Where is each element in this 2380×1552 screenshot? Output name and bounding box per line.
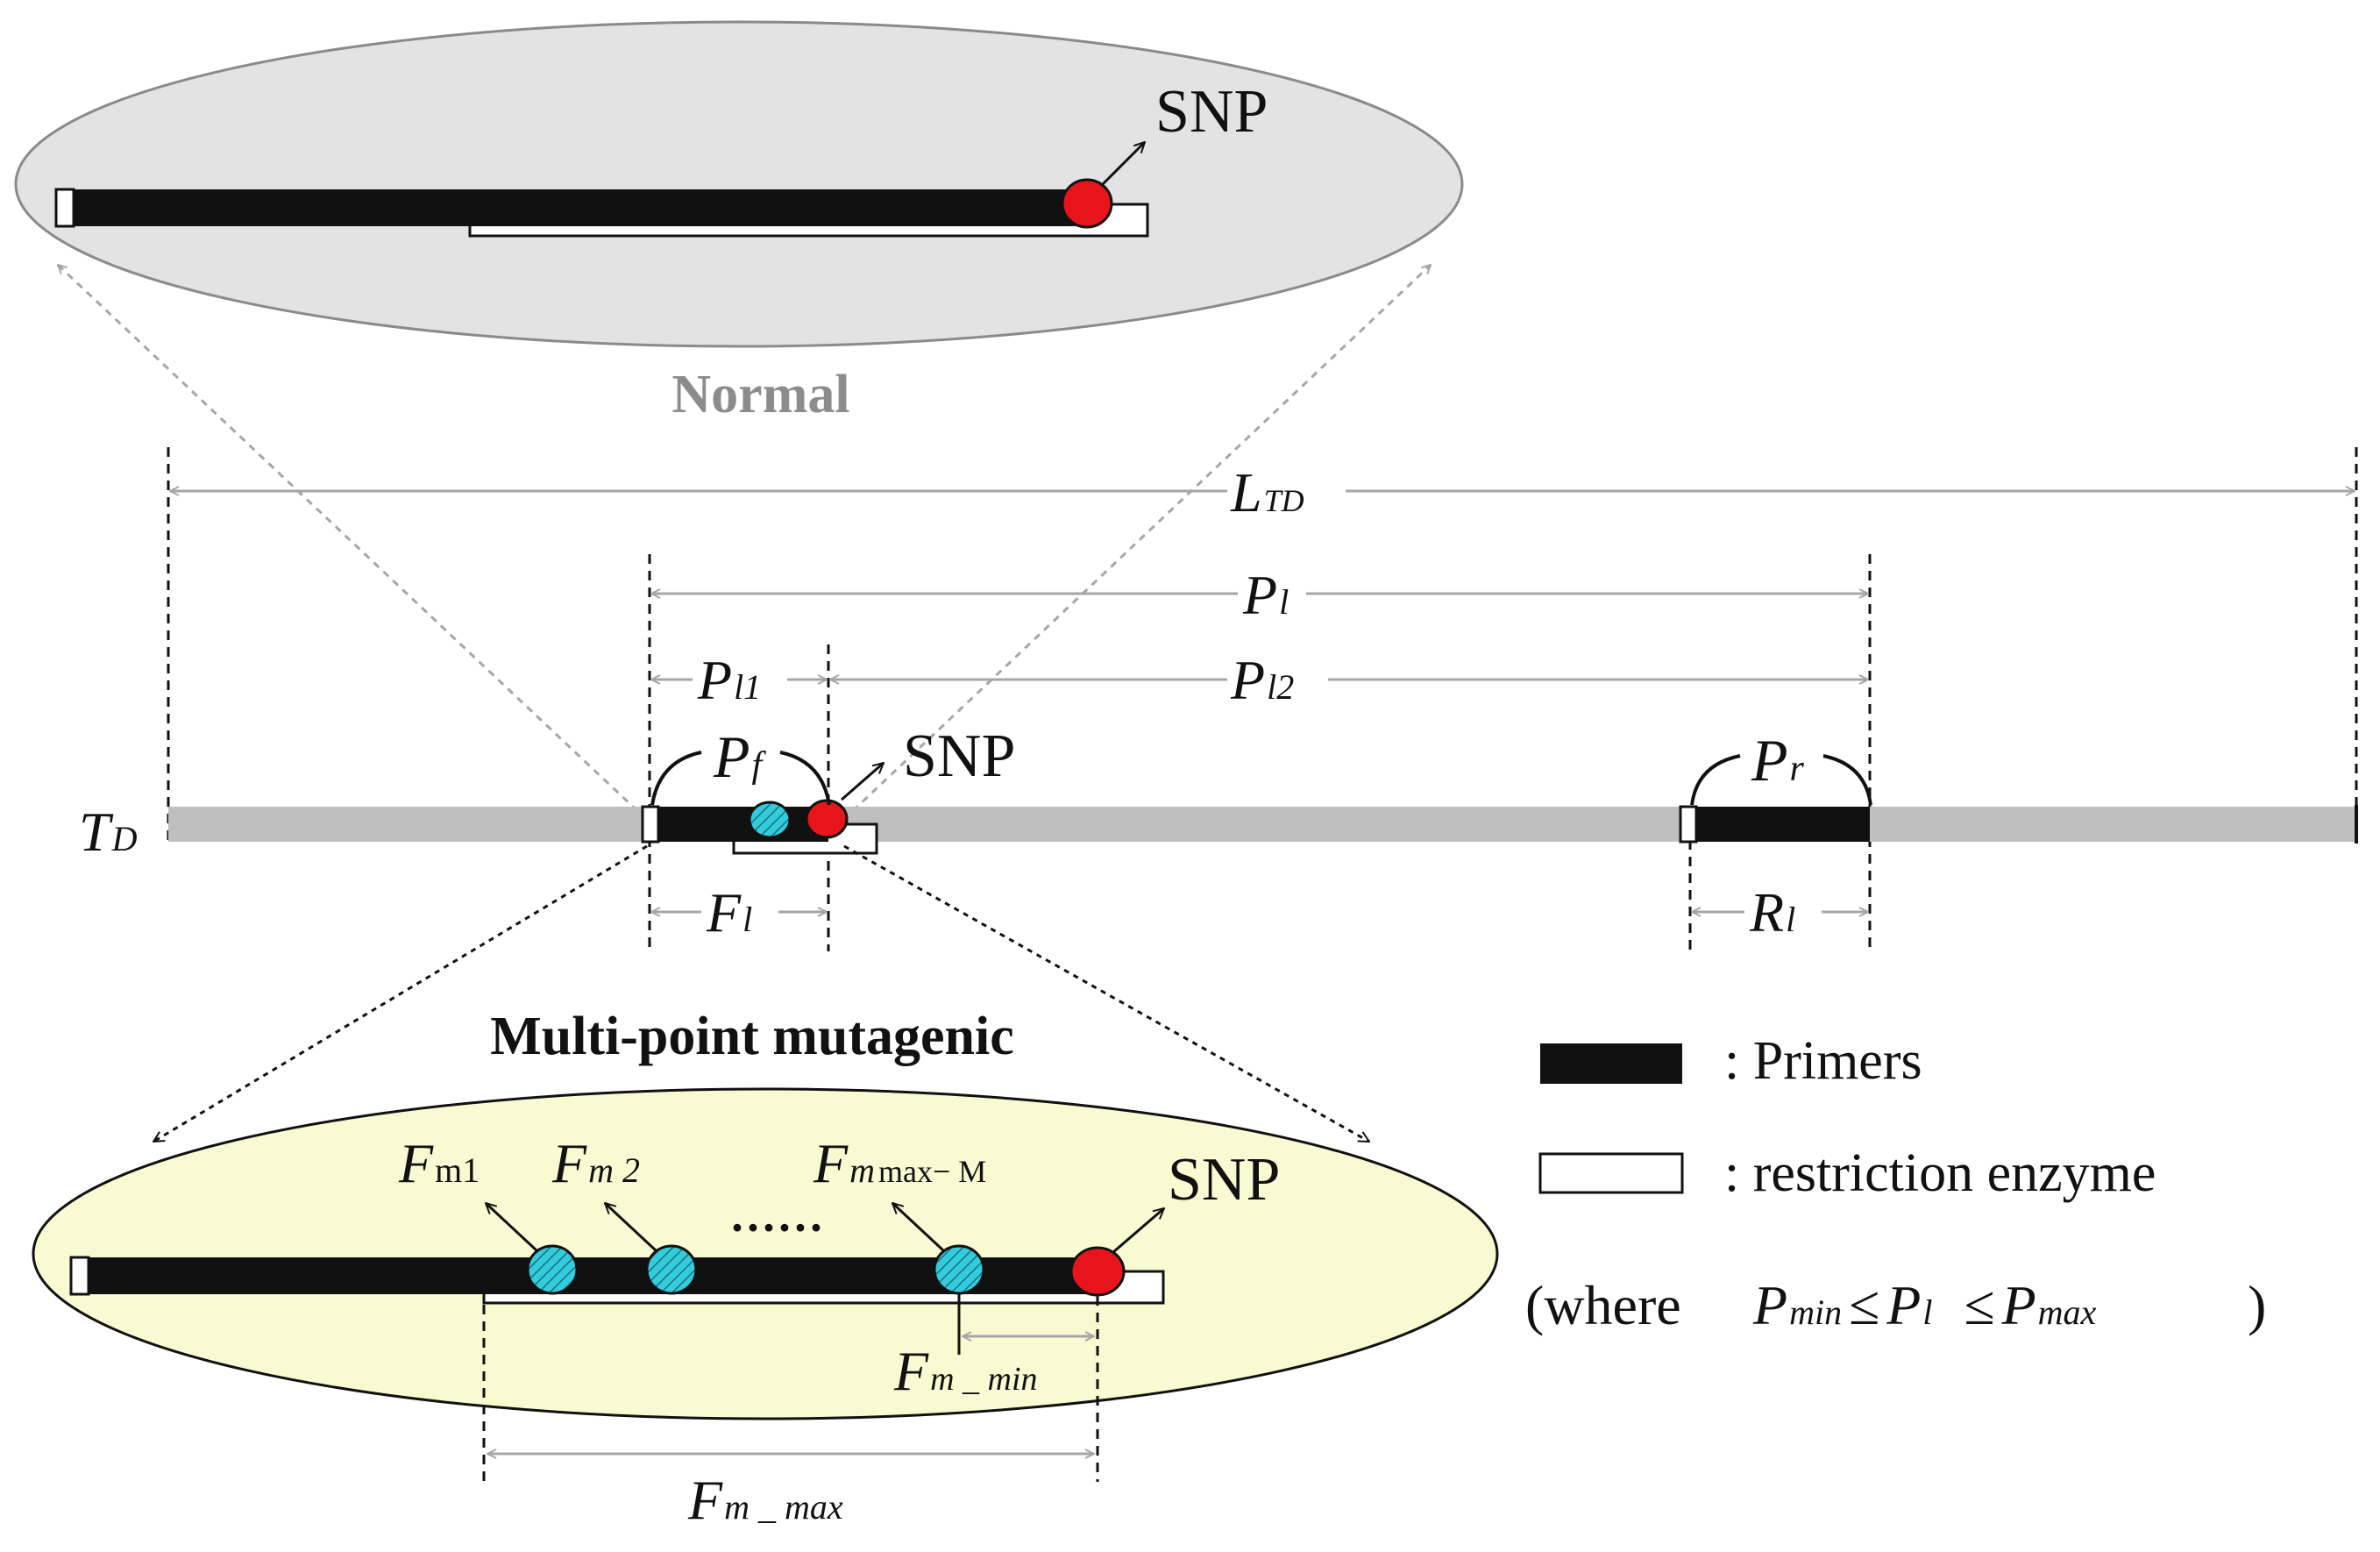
fmmin-label: Fm _ min [893, 1340, 1038, 1402]
reverse-primer-start [1679, 805, 1698, 844]
mutation-marker-1 [526, 1244, 579, 1295]
template-strand: TD SNP Pf Pr [79, 723, 2358, 863]
forward-primer-start [641, 805, 660, 844]
normal-label: Normal [671, 365, 849, 424]
normal-ellipse [14, 20, 1464, 348]
td-strand-bar [168, 807, 2356, 842]
normal-zoom-line-right [842, 265, 1431, 822]
forward-snp-label: SNP [903, 723, 1015, 790]
fl-label: Fl [706, 881, 752, 943]
ltd-label: LTD [1230, 461, 1304, 523]
fm1-label: Fm1 [398, 1132, 480, 1194]
mutation-marker-2 [645, 1244, 698, 1295]
mutation-marker-m [933, 1244, 985, 1295]
fmmax-label: Fm _ max [687, 1469, 843, 1531]
normal-snp-marker [1061, 178, 1113, 229]
multipoint-primer-start [69, 1256, 90, 1296]
pl1-label: Pl1 [697, 649, 761, 711]
legend-restriction-label: : restriction enzyme [1724, 1143, 2156, 1203]
multipoint-label: Multi-point mutagenic [490, 1007, 1014, 1066]
dimension-lines: LTD Pl Pl1 Pl2 Fl Rl [167, 447, 2358, 951]
mutation-pointer-1 [486, 1203, 538, 1252]
normal-primer-bar [68, 189, 1087, 226]
normal-zoom: SNP Normal [14, 20, 1464, 424]
pl-label: Pl [1242, 564, 1289, 626]
pr-brace [1690, 754, 1872, 806]
forward-primer [656, 807, 828, 842]
forward-snp-pointer [841, 763, 884, 801]
normal-snp-pointer [1099, 142, 1145, 188]
td-label: TD [79, 801, 138, 863]
multipoint-snp-pointer [1112, 1208, 1164, 1254]
multipoint-snp-marker [1069, 1246, 1126, 1297]
forward-mutation-marker [748, 801, 792, 839]
ellipsis-dots: ······ [729, 1201, 824, 1254]
mutation-pointer-2 [605, 1203, 657, 1252]
reverse-primer [1692, 807, 1870, 842]
legend-primer-swatch [1540, 1043, 1682, 1084]
rl-label: Rl [1749, 881, 1795, 943]
normal-snp-label: SNP [1155, 78, 1268, 146]
normal-zoom-line-left [58, 265, 649, 822]
pl2-label: Pl2 [1230, 649, 1294, 711]
legend-restriction-swatch [1538, 1152, 1684, 1194]
multipoint-zoom: Multi-point mutagenic Fm1 Fm 2 ······ Fm… [32, 1007, 1499, 1531]
mutation-pointer-m [892, 1203, 945, 1252]
pf-label: Pf [713, 723, 767, 790]
normal-primer-start [54, 188, 75, 228]
pf-brace [650, 751, 831, 806]
fm2-label: Fm 2 [551, 1132, 640, 1194]
forward-snp-marker [805, 799, 849, 839]
multipoint-primer-bar [84, 1257, 1098, 1294]
multipoint-snp-label: SNP [1168, 1146, 1280, 1214]
multipoint-zoom-line-left [153, 844, 648, 1143]
multipoint-ellipse [32, 1087, 1499, 1420]
pr-label: Pr [1751, 727, 1805, 794]
legend-primers-label: : Primers [1724, 1031, 1922, 1091]
